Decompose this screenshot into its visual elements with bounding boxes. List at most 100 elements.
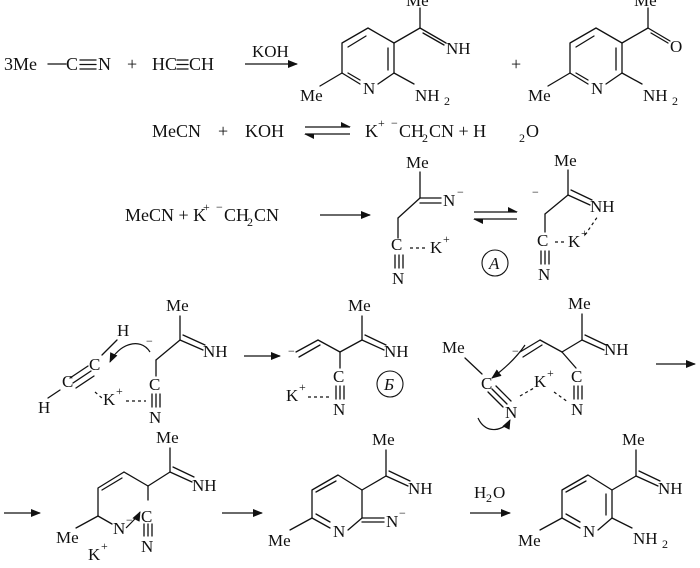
svg-text:NH: NH xyxy=(633,529,658,548)
svg-text:−: − xyxy=(399,506,406,520)
reagent-koh: KOH xyxy=(252,42,289,61)
svg-text:Me: Me xyxy=(568,294,591,313)
svg-text:NH: NH xyxy=(643,86,668,105)
svg-text:NH: NH xyxy=(446,39,471,58)
svg-text:−: − xyxy=(288,344,295,358)
svg-text:N: N xyxy=(363,79,375,98)
svg-text:−: − xyxy=(532,185,539,199)
svg-text:+: + xyxy=(581,226,588,240)
svg-text:O: O xyxy=(493,483,505,502)
svg-text:+: + xyxy=(203,200,210,214)
svg-text:N: N xyxy=(333,400,345,419)
label-b: Б xyxy=(383,375,394,394)
svg-text:K: K xyxy=(568,232,581,251)
final-product: N Me NH NH 2 Me xyxy=(518,430,683,551)
svg-text:C: C xyxy=(571,367,582,386)
label-a: A xyxy=(488,254,500,273)
acetylene-hc: HC xyxy=(152,54,177,74)
svg-text:NH: NH xyxy=(203,342,228,361)
svg-text:−: − xyxy=(126,513,133,527)
svg-text:K: K xyxy=(534,372,547,391)
svg-text:NH: NH xyxy=(384,342,409,361)
svg-text:Me: Me xyxy=(300,86,323,105)
nitrile-attack: Me C N − Me NH C N xyxy=(442,294,629,431)
svg-text:N: N xyxy=(392,269,404,288)
svg-text:−: − xyxy=(512,344,519,358)
svg-text:Me: Me xyxy=(634,0,657,10)
intermediate-b: − Me NH C N K + Б xyxy=(286,296,409,419)
svg-text:Me: Me xyxy=(622,430,645,449)
svg-text:Me: Me xyxy=(166,296,189,315)
svg-text:N: N xyxy=(505,403,517,422)
svg-text:N: N xyxy=(333,522,345,541)
acetylene-ch: CH xyxy=(189,54,214,74)
svg-text:+: + xyxy=(116,384,123,398)
svg-text:NH: NH xyxy=(415,86,440,105)
svg-text:+: + xyxy=(443,232,450,246)
svg-text:NH: NH xyxy=(658,479,683,498)
product-ketone-pyridine: N Me NH 2 Me O xyxy=(528,0,682,108)
svg-text:N: N xyxy=(149,408,161,427)
svg-text:+: + xyxy=(218,121,228,141)
svg-text:N: N xyxy=(583,522,595,541)
svg-text:Me: Me xyxy=(554,151,577,170)
intermediate-a-chelate: − Me NH C N K + xyxy=(532,151,615,284)
svg-text:Me: Me xyxy=(372,430,395,449)
reactant-nitrile-n: N xyxy=(98,54,111,74)
svg-text:Me: Me xyxy=(406,153,429,172)
plus-sign-2: + xyxy=(511,54,521,74)
svg-text:−: − xyxy=(457,185,464,199)
svg-text:N: N xyxy=(571,400,583,419)
svg-text:Me: Me xyxy=(268,531,291,550)
svg-text:Me: Me xyxy=(348,296,371,315)
svg-text:N: N xyxy=(443,191,455,210)
svg-text:+: + xyxy=(378,116,385,130)
svg-text:N: N xyxy=(538,265,550,284)
svg-text:2: 2 xyxy=(662,537,668,551)
svg-text:NH: NH xyxy=(590,197,615,216)
svg-text:NH: NH xyxy=(192,476,217,495)
svg-text:2: 2 xyxy=(422,131,428,145)
adduct-row: MeCN + K + − CH 2 CN Me N − C N K + xyxy=(125,151,615,288)
mechanism-row-4: H C C H − Me NH C N K + xyxy=(38,294,696,431)
svg-text:K: K xyxy=(103,390,116,409)
svg-text:K: K xyxy=(365,121,378,141)
svg-text:C: C xyxy=(89,355,100,374)
svg-text:2: 2 xyxy=(519,131,525,145)
svg-text:O: O xyxy=(526,121,539,141)
svg-text:Me: Me xyxy=(528,86,551,105)
svg-text:CN: CN xyxy=(254,205,279,225)
svg-text:C: C xyxy=(149,375,160,394)
svg-text:H: H xyxy=(117,321,129,340)
svg-text:MeCN + K: MeCN + K xyxy=(125,205,206,225)
svg-text:KOH: KOH xyxy=(245,121,284,141)
svg-text:K: K xyxy=(88,545,101,564)
plus-sign-1: + xyxy=(127,54,137,74)
adduct-open: Me N − C N K + xyxy=(391,153,464,288)
svg-text:2: 2 xyxy=(672,94,678,108)
svg-text:+: + xyxy=(547,366,554,380)
svg-text:N: N xyxy=(141,537,153,556)
svg-text:−: − xyxy=(146,334,153,348)
svg-text:K: K xyxy=(430,238,443,257)
svg-text:N: N xyxy=(386,512,398,531)
svg-text:Me: Me xyxy=(56,528,79,547)
overall-reaction: 3Me C N + HC CH KOH N Me xyxy=(4,0,682,108)
svg-text:C: C xyxy=(391,235,402,254)
svg-text:Me: Me xyxy=(518,531,541,550)
svg-text:C: C xyxy=(537,231,548,250)
svg-text:Me: Me xyxy=(442,338,465,357)
svg-text:MeCN: MeCN xyxy=(152,121,201,141)
svg-text:Me: Me xyxy=(406,0,429,10)
svg-text:2: 2 xyxy=(444,94,450,108)
svg-text:CH: CH xyxy=(224,205,249,225)
cyclic-imine-anion: N Me NH N − Me xyxy=(268,430,433,550)
svg-text:−: − xyxy=(391,116,398,130)
mechanism-row-5: Me NH C N N − Me K + xyxy=(4,428,683,564)
svg-text:2: 2 xyxy=(247,215,253,229)
svg-text:C: C xyxy=(141,507,152,526)
svg-text:Me: Me xyxy=(156,428,179,447)
product-amidine-pyridine: N Me NH 2 Me NH xyxy=(300,0,471,108)
svg-text:C: C xyxy=(62,372,73,391)
